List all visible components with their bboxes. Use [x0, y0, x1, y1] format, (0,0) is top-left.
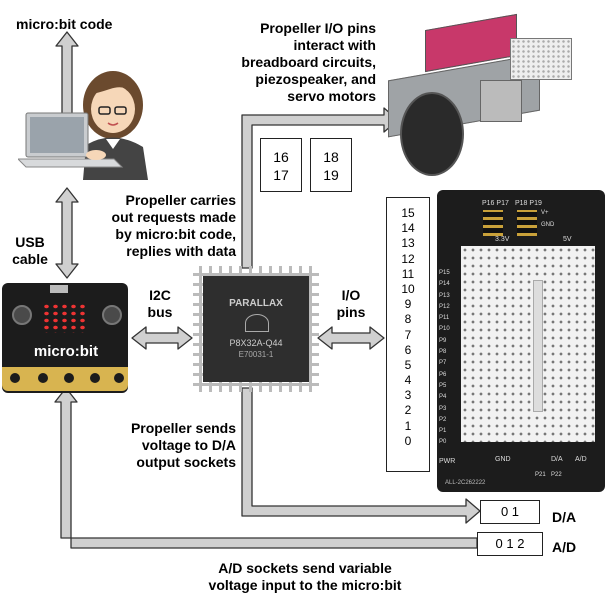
chip-lot: E70031-1 [238, 350, 274, 359]
pin-number: 10 [401, 281, 415, 296]
pin-label: P14 [439, 281, 450, 288]
pin-number: 15 [401, 206, 415, 220]
pin-number: 11 [401, 266, 415, 281]
pin-label: P5 [439, 382, 447, 389]
pin-label: P2 [439, 416, 447, 423]
i2c-bus-arrow [131, 326, 193, 350]
pin-number: 14 [401, 221, 415, 236]
board-pin-labels: P15 P14 P13 P12 P11 P10 P9 P8 P7 P6 P5 P… [439, 268, 459, 449]
activity-board-breadboard: P16 P17 P18 P19 V+ GND 3.3V 5V P15 P14 P… [437, 190, 605, 492]
pin-label: P10 [439, 326, 450, 333]
p21-label: P21 [535, 472, 546, 478]
propeller-io-label: Propeller I/O pins interact with breadbo… [241, 20, 376, 104]
da-label: D/A [552, 509, 577, 525]
pin-label: P13 [439, 292, 450, 299]
da-socket-box: 0 1 [480, 500, 540, 524]
pin-label: P4 [439, 394, 447, 401]
pin-number: 6 [404, 342, 412, 357]
pwr-label: PWR [439, 458, 456, 465]
io-pins-arrow [317, 326, 385, 350]
usb-cable-label: USB cable [12, 234, 48, 267]
propeller-chip: PARALLAX P8X32A-Q44 E70031-1 [193, 266, 319, 392]
ad-to-microbit-arrow [54, 387, 478, 549]
chip-brand: PARALLAX [229, 298, 283, 309]
ad-label: A/D [552, 539, 577, 555]
pin-number: 5 [404, 357, 412, 372]
rail-5-label: 5V [563, 236, 572, 243]
usb-cable-arrow [55, 187, 79, 279]
chip-part-number: P8X32A-Q44 [229, 338, 283, 348]
pin-label: P6 [439, 371, 447, 378]
propeller-sends-label: Propeller sends voltage to D/A output so… [130, 420, 236, 470]
header-right-label: P18 P19 [515, 200, 542, 207]
pin-number: 9 [404, 297, 412, 312]
microbit-code-label: micro:bit code [16, 16, 113, 32]
rail-33-label: 3.3V [495, 236, 510, 243]
pin-number: 7 [404, 327, 412, 342]
led-matrix [42, 303, 86, 333]
gnd-label: GND [495, 456, 511, 463]
v-plus-label: V+ [541, 210, 549, 216]
pin-label: P1 [439, 428, 447, 435]
pin-label: P0 [439, 439, 447, 446]
pin-label: P15 [439, 270, 450, 276]
pin-number: 3 [404, 388, 412, 403]
pin-number: 0 [404, 433, 412, 448]
pin-label: P7 [439, 360, 447, 367]
propeller-to-da-arrow [241, 387, 481, 524]
pin-label: P8 [439, 349, 447, 356]
io-pin-numbers: 15 14 13 12 11 10 9 8 7 6 5 4 3 2 1 0 [386, 197, 430, 472]
servo-pins-16-17: 16 17 [260, 138, 302, 192]
header-left-label: P16 P17 [482, 200, 509, 207]
pin-label: P3 [439, 405, 447, 412]
pin-number: 12 [401, 251, 415, 266]
pin-label: P11 [439, 315, 450, 322]
servo-pins-18-19: 18 19 [310, 138, 352, 192]
pin-number: 8 [404, 312, 412, 327]
ad-socket-box: 0 1 2 [477, 532, 543, 556]
pin-number: 13 [401, 236, 415, 251]
robot-illustration [380, 2, 585, 177]
edge-connector [2, 367, 128, 391]
board-part-number: ALL-2C262222 [445, 480, 486, 486]
da-small-label: D/A [551, 456, 563, 463]
pin-number: 4 [404, 373, 412, 388]
gnd-small-label: GND [541, 222, 555, 228]
pin-number: 2 [404, 403, 412, 418]
ad-sockets-label: A/D sockets send variable voltage input … [208, 560, 402, 593]
pin-label: P12 [439, 303, 450, 310]
p22-label: P22 [551, 472, 562, 478]
pin-label: P9 [439, 337, 447, 344]
person-laptop-illustration [18, 71, 148, 180]
ad-small-label: A/D [575, 456, 587, 463]
i2c-bus-label: I2C bus [147, 287, 173, 320]
pin-number: 1 [404, 418, 412, 433]
microbit-logo: micro:bit [33, 343, 99, 360]
microbit-board: micro:bit [2, 283, 128, 393]
io-pins-label: I/O pins [336, 287, 366, 320]
breadboard-holes [461, 246, 595, 442]
propeller-requests-label: Propeller carries out requests made by m… [111, 192, 236, 259]
